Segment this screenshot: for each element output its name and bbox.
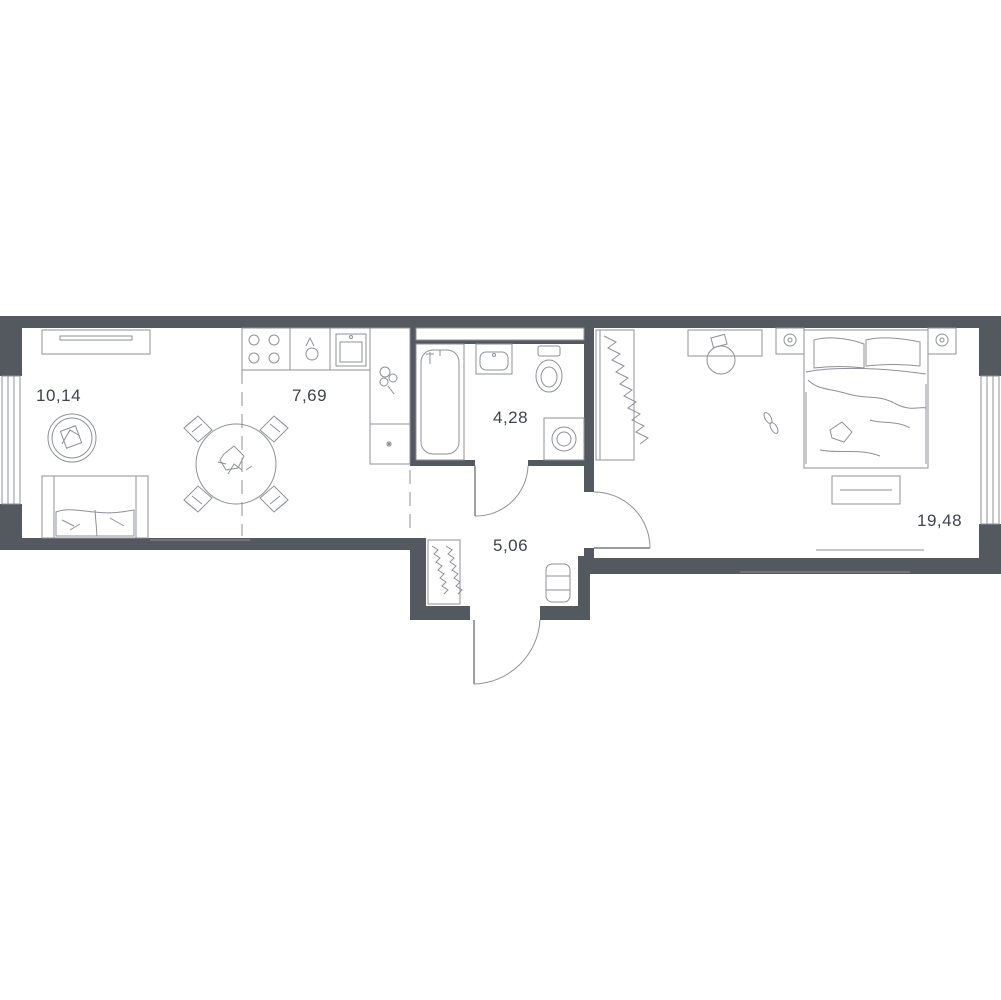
dining-table-icon xyxy=(183,415,289,513)
plant-icon xyxy=(379,366,398,395)
coffee-table-icon xyxy=(47,413,97,463)
bathtub-icon xyxy=(415,343,465,461)
stove-icon xyxy=(248,328,291,370)
slippers-icon xyxy=(763,412,779,434)
desk-icon xyxy=(687,329,763,375)
sofa-icon xyxy=(41,475,149,539)
tv-stand-icon xyxy=(41,329,151,355)
windows xyxy=(1,327,1000,573)
chair-icon xyxy=(259,485,289,513)
room-area-hall: 5,06 xyxy=(493,536,528,555)
washbasin-icon xyxy=(475,343,513,375)
living-room: 10,14 xyxy=(36,329,289,539)
wardrobe-icon xyxy=(595,329,649,461)
room-area-bathroom: 4,28 xyxy=(493,408,528,427)
pouf-icon xyxy=(545,563,571,603)
bedroom: 19,48 xyxy=(595,327,962,551)
faucet-icon xyxy=(305,328,331,370)
nightstand-icon xyxy=(927,327,957,355)
door-icon xyxy=(593,491,651,549)
chair-icon xyxy=(183,415,213,443)
kitchen: 7,69 xyxy=(241,327,411,465)
toilet-icon xyxy=(535,345,563,393)
asterisk-icon xyxy=(386,441,392,447)
nightstand-icon xyxy=(775,327,805,355)
chair-icon xyxy=(183,485,213,513)
walls xyxy=(0,316,1001,620)
wardrobe-icon xyxy=(427,539,463,605)
bed-icon xyxy=(803,329,929,469)
bathroom: 4,28 xyxy=(415,343,585,461)
chair-icon xyxy=(259,415,289,443)
entrance-door-icon xyxy=(473,619,541,685)
hall: 5,06 xyxy=(409,465,651,685)
washing-machine-icon xyxy=(543,417,585,461)
door-icon xyxy=(474,465,529,517)
sink-icon xyxy=(335,333,367,367)
room-area-kitchen: 7,69 xyxy=(292,386,327,405)
bench-icon xyxy=(831,475,901,505)
room-area-living: 10,14 xyxy=(36,386,81,405)
room-area-bedroom: 19,48 xyxy=(917,511,962,530)
